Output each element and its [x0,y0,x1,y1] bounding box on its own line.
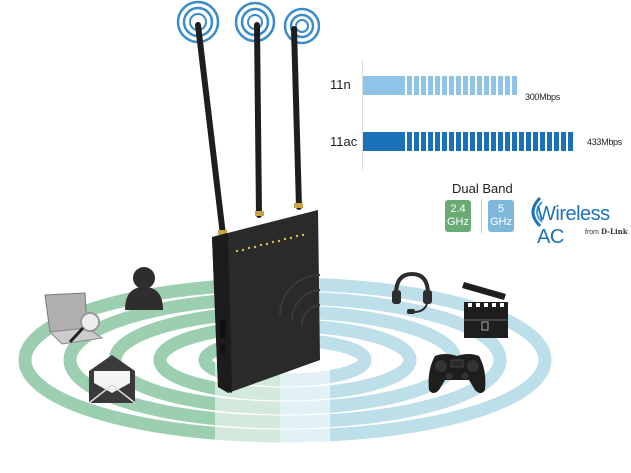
laptop-search-icon [44,292,104,345]
badge-divider [481,199,482,233]
label-11n: 11n [330,77,351,92]
user-icon [125,267,163,310]
bar-11ac [363,132,573,151]
wireless-ac-logo: Wireless AC [537,203,610,248]
badge-5ghz: 5 GHz [488,200,514,232]
dual-band-title: Dual Band [452,181,513,196]
wireless-ac-swoosh-icon [531,196,543,228]
badge-2-4ghz: 2.4 GHz [445,200,471,232]
router-image [195,22,321,393]
value-11ac: 433Mbps [587,137,622,147]
clapperboard-icon [462,282,508,338]
from-dlink: from D-Link [585,227,628,236]
value-11n: 300Mbps [525,92,560,102]
gamepad-icon [428,354,486,393]
bar-11n [363,76,517,95]
label-11ac: 11ac [330,134,358,149]
speed-chart: 11n 300Mbps 11ac 433Mbps [310,60,631,170]
chart-axis-line [362,60,363,170]
headset-icon [392,271,432,314]
email-envelope-icon [88,355,136,404]
